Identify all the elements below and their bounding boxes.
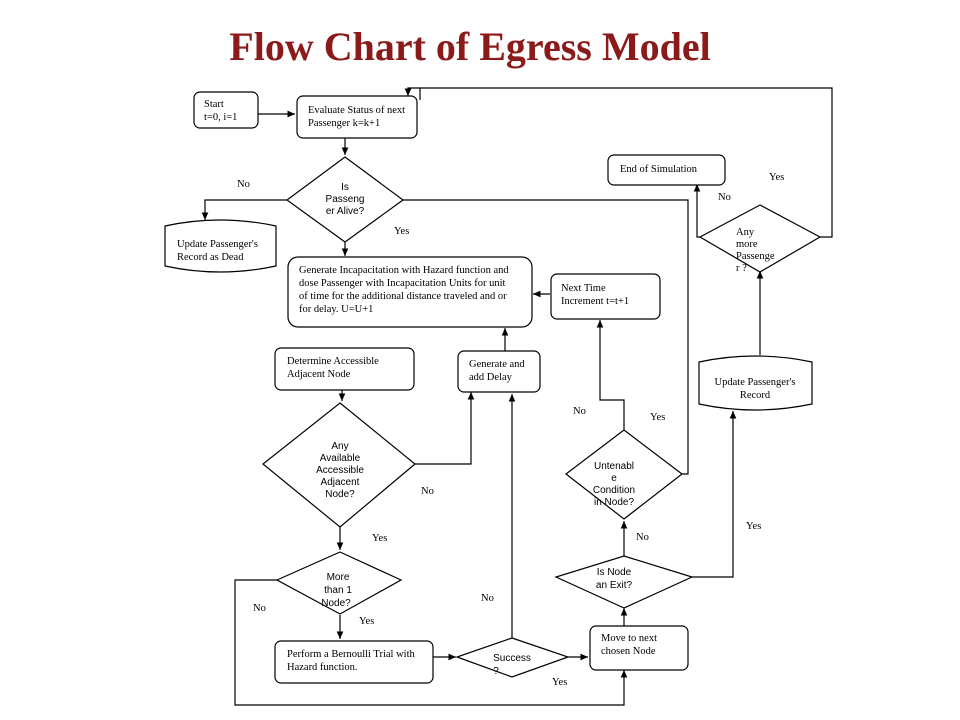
dead-line-1: Update Passenger's xyxy=(177,239,258,250)
label-success-yes: Yes xyxy=(552,677,567,688)
incap-line-2: dose Passenger with Incapacitation Units… xyxy=(299,278,506,289)
end-of-simulation-node: End of Simulation xyxy=(607,154,726,186)
edge-exit-yes xyxy=(692,411,737,578)
untenable-line-4: in Node? xyxy=(594,497,634,508)
exit-line-2: an Exit? xyxy=(596,580,633,591)
record-line-2: Record xyxy=(740,390,771,401)
edge-untenable-no xyxy=(596,320,625,430)
move-line-1: Move to next xyxy=(601,633,657,644)
is-passenger-alive-decision: Is Passeng er Alive? xyxy=(285,156,405,243)
label-untenable-yes: Yes xyxy=(650,412,665,423)
label-available-yes: Yes xyxy=(372,533,387,544)
delay-line-1: Generate and xyxy=(469,359,525,370)
edges xyxy=(201,87,833,706)
edge-anymore-no xyxy=(696,186,700,238)
label-alive-yes: Yes xyxy=(394,226,409,237)
start-node: Start t=0, i=1 xyxy=(193,91,259,129)
label-more-yes: Yes xyxy=(359,616,374,627)
determine-line-2: Adjacent Node xyxy=(287,369,351,380)
anymore-line-2: more xyxy=(736,239,758,250)
label-success-no: No xyxy=(481,593,494,604)
available-line-5: Node? xyxy=(325,489,355,500)
more-line-1: More xyxy=(327,572,350,583)
update-record-dead-node: Update Passenger's Record as Dead xyxy=(164,219,277,273)
alive-line-1: Is xyxy=(341,182,349,193)
label-available-no: No xyxy=(421,486,434,497)
edge-anymore-yes-tip xyxy=(404,87,420,96)
edge-alive-no xyxy=(201,199,287,220)
edge-more-no xyxy=(234,579,628,706)
edge-anymore-yes xyxy=(419,87,833,238)
determine-line-1: Determine Accessible xyxy=(287,356,379,367)
start-line-1: Start xyxy=(204,99,224,110)
is-node-exit-decision: Is Node an Exit? xyxy=(554,555,694,609)
incap-line-4: for delay. U=U+1 xyxy=(299,304,373,315)
evaluate-passenger-node: Evaluate Status of next Passenger k=k+1 xyxy=(296,95,418,139)
anymore-line-4: r ? xyxy=(736,263,747,274)
edge-available-no xyxy=(415,392,475,465)
evaluate-line-2: Passenger k=k+1 xyxy=(308,118,380,129)
generate-incapacitation-node: Generate Incapacitation with Hazard func… xyxy=(287,256,533,328)
evaluate-line-1: Evaluate Status of next xyxy=(308,105,405,116)
determine-accessible-node: Determine Accessible Adjacent Node xyxy=(274,347,415,391)
label-exit-yes: Yes xyxy=(746,521,761,532)
record-line-1: Update Passenger's xyxy=(715,377,796,388)
generate-delay-node: Generate and add Delay xyxy=(457,350,541,393)
alive-line-2: Passeng xyxy=(326,194,365,205)
available-line-2: Available xyxy=(320,453,361,464)
available-line-4: Adjacent xyxy=(321,477,360,488)
edge-untenable-yes xyxy=(392,196,689,475)
bernoulli-trial-node: Perform a Bernoulli Trial with Hazard fu… xyxy=(274,640,434,684)
more-line-3: Node? xyxy=(321,598,351,609)
delay-line-2: add Delay xyxy=(469,372,513,383)
untenable-line-3: Condition xyxy=(593,485,635,496)
update-record-node: Update Passenger's Record xyxy=(698,355,813,411)
incap-line-1: Generate Incapacitation with Hazard func… xyxy=(299,265,509,276)
label-exit-no: No xyxy=(636,532,649,543)
end-line-1: End of Simulation xyxy=(620,164,698,175)
untenable-line-2: e xyxy=(611,473,617,484)
untenable-condition-decision: Untenabl e Condition in Node? xyxy=(565,429,683,520)
available-line-1: Any xyxy=(331,441,348,452)
move-to-next-node: Move to next chosen Node xyxy=(589,625,689,671)
dead-line-2: Record as Dead xyxy=(177,252,244,263)
any-more-passenger-decision: Any more Passenge r ? xyxy=(698,204,822,274)
bernoulli-line-2: Hazard function. xyxy=(287,662,358,673)
any-available-node-decision: Any Available Accessible Adjacent Node? xyxy=(262,402,416,528)
exit-line-1: Is Node xyxy=(597,567,632,578)
nexttime-line-2: Increment t=t+1 xyxy=(561,296,629,307)
untenable-line-1: Untenabl xyxy=(594,461,634,472)
available-line-3: Accessible xyxy=(316,465,364,476)
success-decision: Success ? xyxy=(455,637,570,678)
label-alive-no: No xyxy=(237,179,250,190)
more-than-one-node-decision: More than 1 Node? xyxy=(275,551,403,615)
success-line-1: Success xyxy=(493,653,531,664)
bernoulli-line-1: Perform a Bernoulli Trial with xyxy=(287,649,415,660)
label-anymore-yes: Yes xyxy=(769,172,784,183)
next-time-increment-node: Next Time Increment t=t+1 xyxy=(550,273,661,320)
label-anymore-no: No xyxy=(718,192,731,203)
label-untenable-no: No xyxy=(573,406,586,417)
success-line-2: ? xyxy=(493,666,499,677)
nexttime-line-1: Next Time xyxy=(561,283,606,294)
move-line-2: chosen Node xyxy=(601,646,656,657)
more-line-2: than 1 xyxy=(324,585,352,596)
start-line-2: t=0, i=1 xyxy=(204,112,237,123)
alive-line-3: er Alive? xyxy=(326,206,365,217)
incap-line-3: of time for the additional distance trav… xyxy=(299,291,507,302)
page-title: Flow Chart of Egress Model xyxy=(229,24,710,69)
edge-labels: No Yes No Yes No Yes No Yes No Yes No Ye… xyxy=(237,172,784,688)
anymore-line-1: Any xyxy=(736,227,755,238)
anymore-line-3: Passenge xyxy=(736,251,775,262)
label-more-no: No xyxy=(253,603,266,614)
